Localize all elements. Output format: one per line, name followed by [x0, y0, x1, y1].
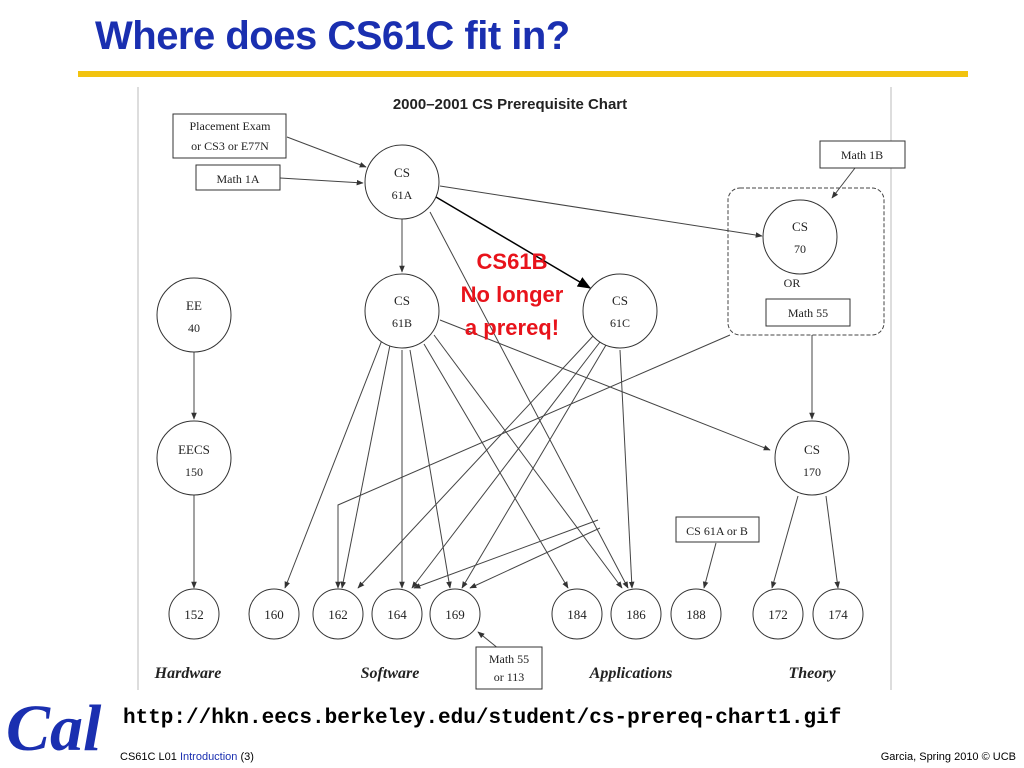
node-188-label: 188 [686, 607, 706, 622]
node-162: 162 [312, 588, 364, 640]
footer-left: CS61C L01 Introduction (3) [120, 751, 254, 763]
node-cs61c-line1: CS [612, 293, 628, 308]
node-cs61c: CS 61C [582, 273, 658, 349]
node-160: 160 [248, 588, 300, 640]
category-applications: Applications [589, 665, 673, 682]
cal-logo: Cal [6, 692, 102, 765]
source-url[interactable]: http://hkn.eecs.berkeley.edu/student/cs-… [123, 707, 842, 730]
node-188: 188 [670, 588, 722, 640]
category-software: Software [361, 665, 420, 682]
node-cs70: CS 70 [762, 199, 838, 275]
placement-box: Placement Exam or CS3 or E77N [172, 113, 287, 159]
node-cs61b: CS 61B [364, 273, 440, 349]
node-cs61b-line2: 61B [392, 316, 412, 330]
math1a-text: Math 1A [217, 172, 260, 186]
placement-text-1: Placement Exam [190, 119, 272, 133]
cs61a-or-b-text: CS 61A or B [686, 524, 748, 538]
node-ee40: EE 40 [156, 277, 232, 353]
node-cs61a-line1: CS [394, 165, 410, 180]
node-174: 174 [812, 588, 864, 640]
node-186-label: 186 [626, 607, 646, 622]
footer-course: CS61C L01 [120, 751, 177, 763]
math1b-text: Math 1B [841, 148, 883, 162]
node-cs170-line2: 170 [803, 465, 821, 479]
node-186: 186 [610, 588, 662, 640]
node-162-label: 162 [328, 607, 348, 622]
node-164: 164 [371, 588, 423, 640]
annotation-line-3: a prereq! [465, 315, 559, 340]
footer-topic: Introduction [179, 751, 238, 763]
node-cs170-line1: CS [804, 442, 820, 457]
footer-right: Garcia, Spring 2010 © UCB [880, 751, 1016, 763]
node-cs61a: CS 61A [364, 144, 440, 220]
node-184: 184 [551, 588, 603, 640]
cal-logo-text: Cal [6, 692, 102, 765]
annotation-line-2: No longer [461, 282, 564, 307]
math55-113-text-2: or 113 [494, 670, 525, 684]
node-152-label: 152 [184, 607, 204, 622]
node-172-label: 172 [768, 607, 788, 622]
annotation-cs61b-no-longer: CS61B No longer a prereq! [461, 249, 564, 340]
node-eecs150-line1: EECS [178, 442, 210, 457]
math1a-box: Math 1A [195, 164, 281, 191]
math1b-box: Math 1B [819, 140, 906, 169]
slide-title: Where does CS61C fit in? [95, 14, 570, 58]
node-ee40-line1: EE [186, 298, 202, 313]
node-152: 152 [168, 588, 220, 640]
node-cs70-line2: 70 [794, 242, 806, 256]
node-cs170: CS 170 [774, 420, 850, 496]
node-cs70-line1: CS [792, 219, 808, 234]
node-cs61a-line2: 61A [392, 188, 413, 202]
node-174-label: 174 [828, 607, 848, 622]
category-hardware: Hardware [154, 665, 222, 682]
chart-title: 2000–2001 CS Prerequisite Chart [393, 96, 627, 113]
node-184-label: 184 [567, 607, 587, 622]
category-theory: Theory [788, 665, 836, 682]
title-underline [78, 71, 968, 77]
node-169: 169 [429, 588, 481, 640]
node-eecs150-line2: 150 [185, 465, 203, 479]
node-172: 172 [752, 588, 804, 640]
node-ee40-line2: 40 [188, 321, 200, 335]
math55-113-box: Math 55 or 113 [475, 646, 543, 690]
footer-page: (3) [240, 751, 254, 763]
prerequisite-edges [191, 136, 856, 663]
node-cs61b-line1: CS [394, 293, 410, 308]
prerequisite-chart: 2000–2001 CS Prerequisite Chart [137, 87, 906, 690]
node-169-label: 169 [445, 607, 465, 622]
node-eecs150: EECS 150 [156, 420, 232, 496]
node-cs61c-line2: 61C [610, 316, 630, 330]
math55-text: Math 55 [788, 306, 828, 320]
cs61a-or-b-box: CS 61A or B [675, 516, 760, 543]
node-160-label: 160 [264, 607, 284, 622]
or-group-box: OR Math 55 [727, 187, 885, 336]
node-164-label: 164 [387, 607, 407, 622]
or-label: OR [784, 276, 801, 290]
math55-113-text-1: Math 55 [489, 652, 529, 666]
placement-text-2: or CS3 or E77N [191, 139, 269, 153]
annotation-line-1: CS61B [477, 249, 548, 274]
